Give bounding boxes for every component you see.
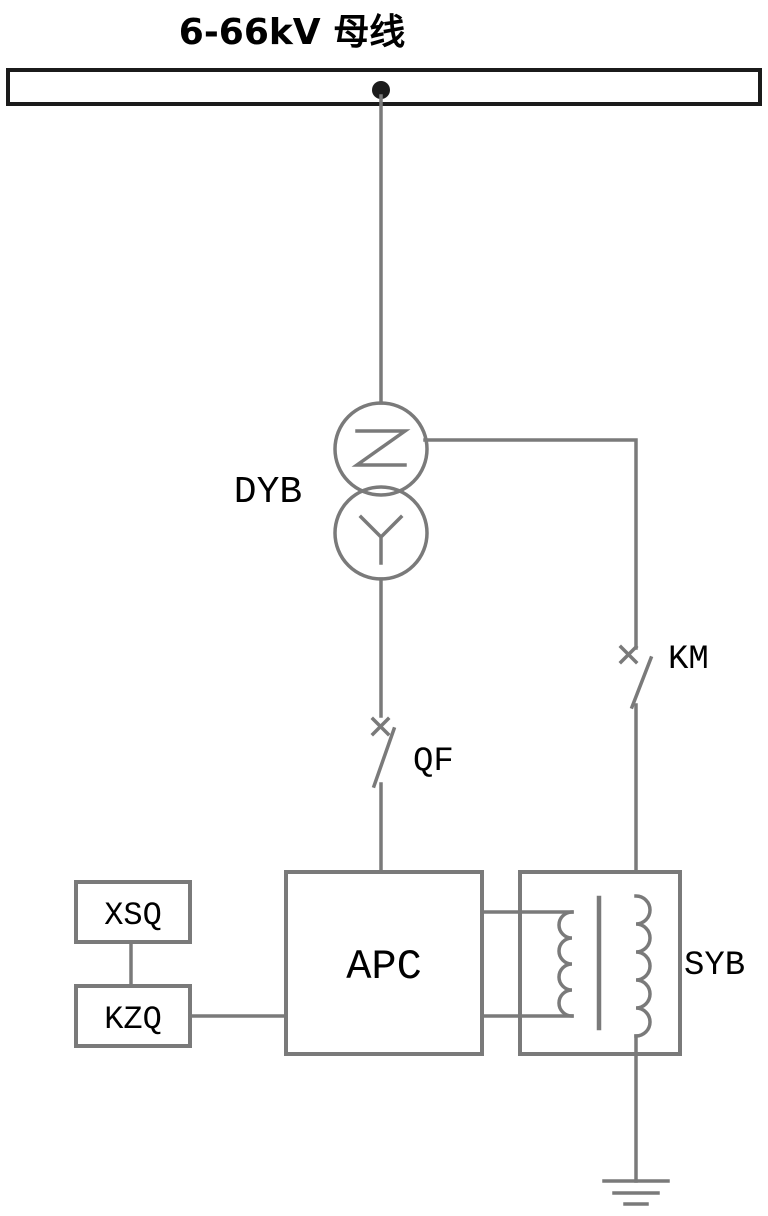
transformer-label: DYB (234, 471, 302, 514)
apc-label: APC (346, 943, 422, 991)
wye-winding-symbol (358, 514, 404, 565)
xsq-label: XSQ (104, 897, 162, 934)
xsq-box (74, 880, 192, 944)
km-switch-blade (629, 655, 654, 710)
kzq-box (74, 984, 192, 1048)
km-contact-cross (618, 644, 639, 665)
syb-primary-winding (557, 910, 574, 1018)
busbar-title: 6-66kV 母线 (179, 12, 405, 53)
qf-contact-cross (370, 716, 391, 737)
km-branch-line (423, 438, 638, 650)
transformer-secondary-circle (333, 485, 429, 581)
syb-label: SYB (684, 947, 745, 985)
transformer-primary-circle (333, 401, 429, 497)
busbar-tap-dot (372, 81, 390, 99)
apc-box (284, 870, 484, 1056)
qf-label: QF (413, 743, 454, 781)
km-label: KM (668, 641, 709, 679)
kzq-label: KZQ (104, 1001, 162, 1038)
zigzag-winding-symbol (351, 429, 411, 467)
qf-switch-blade (371, 726, 397, 789)
syb-secondary-winding (634, 894, 652, 1038)
